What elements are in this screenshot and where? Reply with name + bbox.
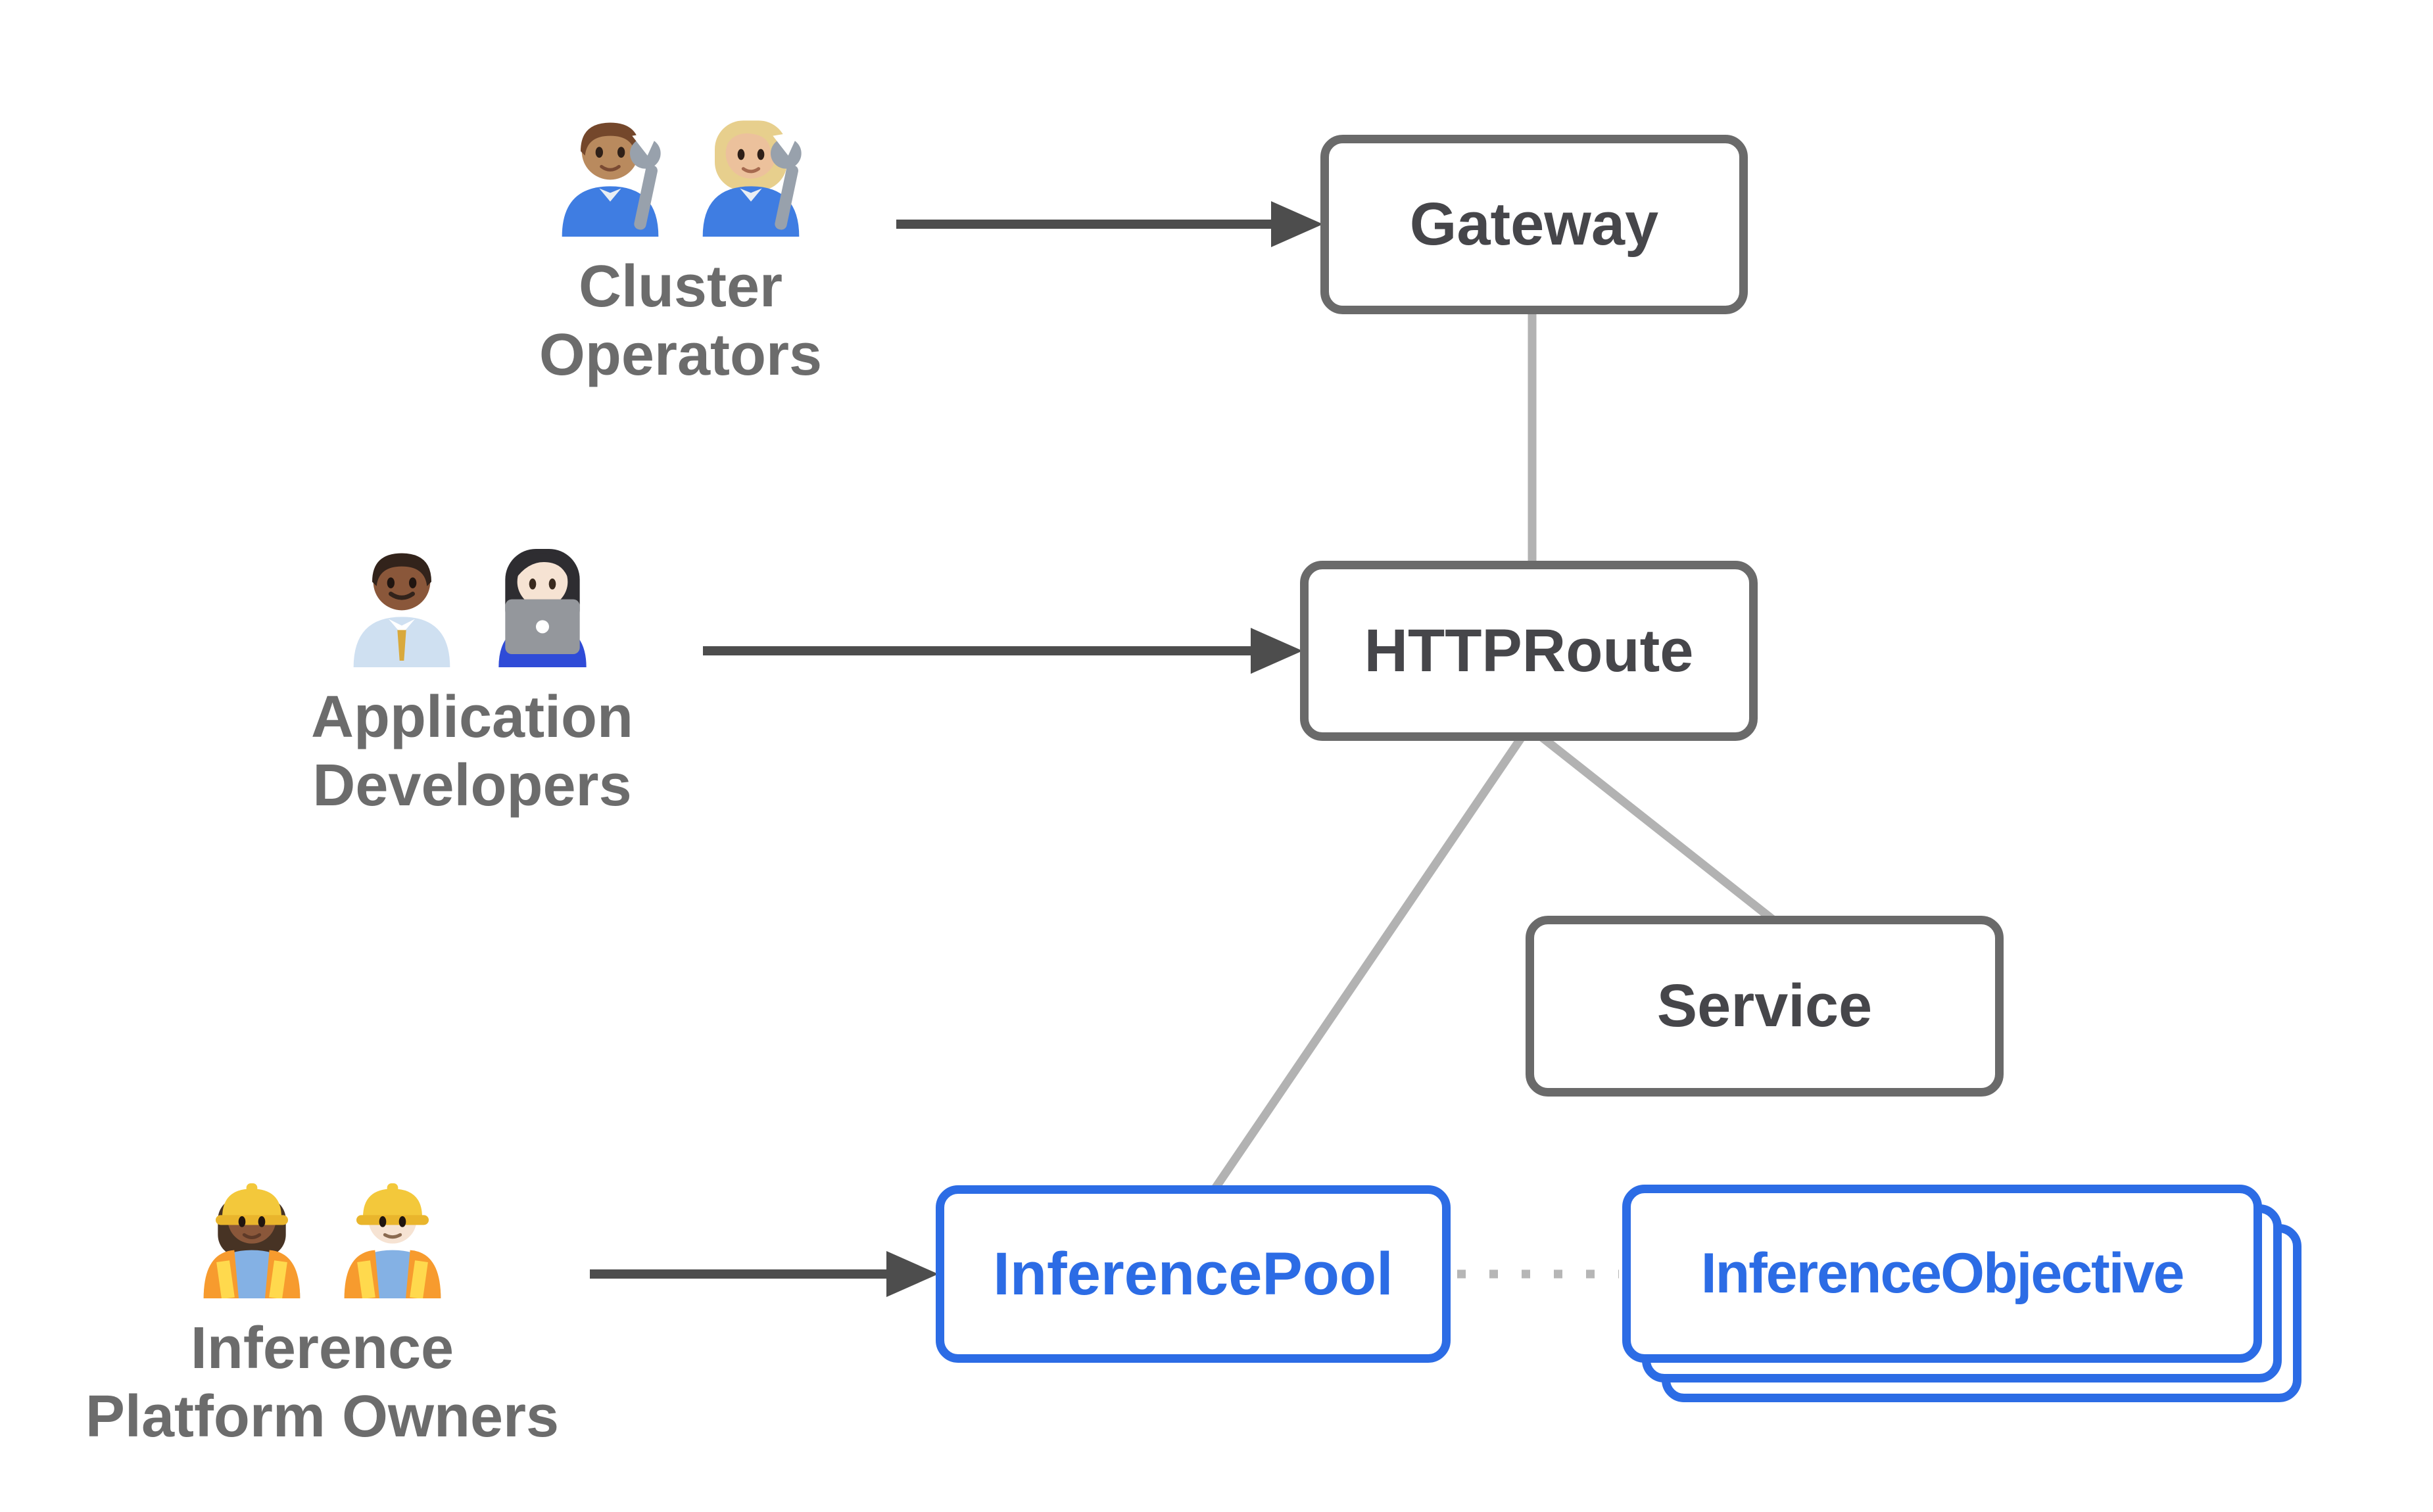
woman-mechanic-emoji [702,120,802,237]
arrowhead-icon [1251,628,1303,674]
persona-inference-platform-owners: Inference Platform Owners [26,1167,618,1451]
persona-label-line: Cluster [578,254,783,319]
node-label: Gateway [1409,191,1659,258]
node-inferenceobjective: InferenceObjective [1622,1185,2262,1363]
man-office-worker-emoji [353,553,450,667]
persona-label: Cluster Operators [539,252,822,389]
persona-label: Application Developers [311,683,633,820]
node-label: HTTPRoute [1364,617,1694,684]
node-gateway: Gateway [1320,135,1748,314]
persona-cluster-operators: Cluster Operators [385,105,976,389]
persona-label: Inference Platform Owners [85,1314,559,1451]
man-mechanic-emoji [562,122,661,237]
edge-httproute-service [1537,732,1779,926]
node-inferencepool: InferencePool [936,1185,1451,1363]
persona-icons [186,1167,458,1298]
node-label: InferencePool [993,1240,1393,1308]
persona-icons [544,105,817,237]
persona-label-line: Platform Owners [85,1384,560,1450]
node-service: Service [1526,916,2004,1097]
arrow-cluster-operators-to-gateway [896,201,1323,247]
persona-application-developers: Application Developers [176,536,768,820]
arrow-application-developers-to-httproute [703,628,1303,674]
persona-label-line: Developers [312,753,632,818]
edge-httproute-inferencepool [1209,734,1526,1194]
woman-construction-worker-emoji [203,1183,301,1298]
persona-label-line: Operators [539,322,823,388]
node-label: InferenceObjective [1700,1242,2185,1305]
node-httproute: HTTPRoute [1300,561,1758,741]
man-construction-worker-emoji [344,1183,441,1298]
arrowhead-icon [1271,201,1323,247]
arrow-inference-platform-owners-to-inferencepool [590,1251,938,1297]
node-label: Service [1656,972,1873,1039]
woman-technologist-emoji [498,549,587,667]
persona-label-line: Application [311,684,633,750]
persona-icons [336,536,608,667]
persona-label-line: Inference [190,1315,454,1381]
arrowhead-icon [886,1251,938,1297]
